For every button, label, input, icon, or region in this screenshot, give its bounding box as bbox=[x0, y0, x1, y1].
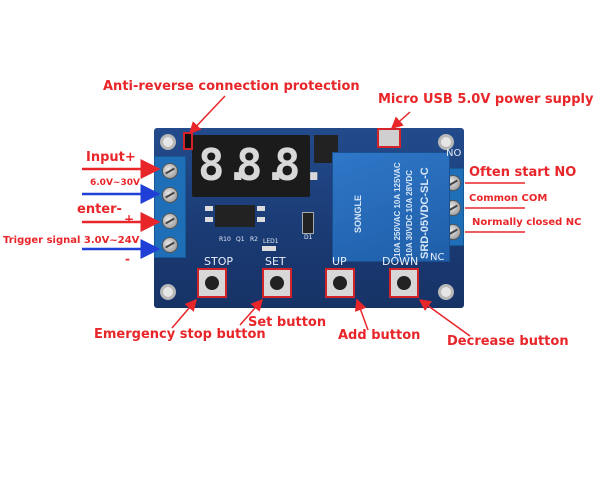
normally-closed-nc-label: Normally closed NC bbox=[472, 217, 582, 228]
silk-stop: STOP bbox=[204, 255, 233, 268]
button-cap bbox=[270, 276, 284, 290]
common-com-label: Common COM bbox=[469, 193, 548, 204]
silk-led1: LED1 bbox=[263, 238, 279, 245]
up-pushbutton[interactable] bbox=[325, 268, 355, 298]
silk-q1: Q1 bbox=[236, 236, 245, 243]
button-cap bbox=[397, 276, 411, 290]
led1 bbox=[262, 246, 276, 251]
smd-pad bbox=[205, 217, 213, 222]
leader-micro-usb bbox=[390, 111, 411, 129]
trigger-minus-label: - bbox=[125, 252, 130, 266]
trigger-signal-label: Trigger signal 3.0V~24V bbox=[3, 235, 140, 246]
display-digit: 8. bbox=[274, 140, 327, 191]
screw-input-plus bbox=[162, 163, 178, 179]
trigger-plus-label: + bbox=[124, 212, 135, 226]
add-button-label: Add button bbox=[338, 328, 421, 343]
smd-pad bbox=[205, 206, 213, 211]
button-cap bbox=[333, 276, 347, 290]
mounting-hole bbox=[438, 134, 454, 150]
input-plus-label: Input+ bbox=[86, 150, 136, 165]
screw-trigger-plus bbox=[162, 213, 178, 229]
silk-nc: NC bbox=[430, 252, 445, 263]
silk-down: DOWN bbox=[382, 255, 419, 268]
mounting-hole bbox=[438, 284, 454, 300]
anti-reverse-label: Anti-reverse connection protection bbox=[103, 79, 360, 94]
micro-usb-label: Micro USB 5.0V power supply bbox=[378, 92, 594, 107]
emergency-stop-label: Emergency stop button bbox=[94, 327, 266, 342]
silk-r2: R2 bbox=[250, 236, 258, 243]
screw-input-minus bbox=[162, 187, 178, 203]
diode-d1 bbox=[302, 212, 314, 234]
display-digit: 8. bbox=[198, 140, 251, 191]
mounting-hole bbox=[160, 134, 176, 150]
input-range-label: 6.0V~30V bbox=[90, 178, 140, 188]
set-pushbutton[interactable] bbox=[262, 268, 292, 298]
silk-r10: R10 bbox=[219, 236, 231, 243]
anti-reverse-diode bbox=[183, 132, 193, 150]
relay-rating-2: 10A 30VDC 10A 28VDC bbox=[405, 169, 414, 257]
silk-up: UP bbox=[332, 255, 347, 268]
smd-pad bbox=[257, 217, 265, 222]
silk-no: NO bbox=[446, 148, 462, 159]
display-digit: 8. bbox=[236, 140, 289, 191]
mounting-hole bbox=[160, 284, 176, 300]
optocoupler-chip bbox=[215, 205, 255, 227]
often-start-no-label: Often start NO bbox=[469, 165, 577, 180]
stop-pushbutton[interactable] bbox=[197, 268, 227, 298]
screw-trigger-minus bbox=[162, 237, 178, 253]
decrease-button-label: Decrease button bbox=[447, 334, 569, 349]
button-cap bbox=[205, 276, 219, 290]
songle-relay: SONGLE 10A 250VAC 10A 125VAC 10A 30VDC 1… bbox=[332, 152, 450, 262]
silk-d1: D1 bbox=[304, 234, 313, 241]
enter-minus-label: enter- bbox=[77, 202, 122, 217]
smd-pad bbox=[257, 206, 265, 211]
down-pushbutton[interactable] bbox=[389, 268, 419, 298]
relay-brand: SONGLE bbox=[353, 194, 363, 233]
relay-rating-1: 10A 250VAC 10A 125VAC bbox=[393, 162, 402, 257]
silk-set: SET bbox=[265, 255, 286, 268]
set-button-label: Set button bbox=[248, 315, 327, 330]
relay-model: SRD-05VDC-SL-C bbox=[419, 167, 431, 259]
micro-usb-port bbox=[377, 128, 401, 148]
seven-segment-display: 8. 8. 8. bbox=[192, 135, 327, 197]
